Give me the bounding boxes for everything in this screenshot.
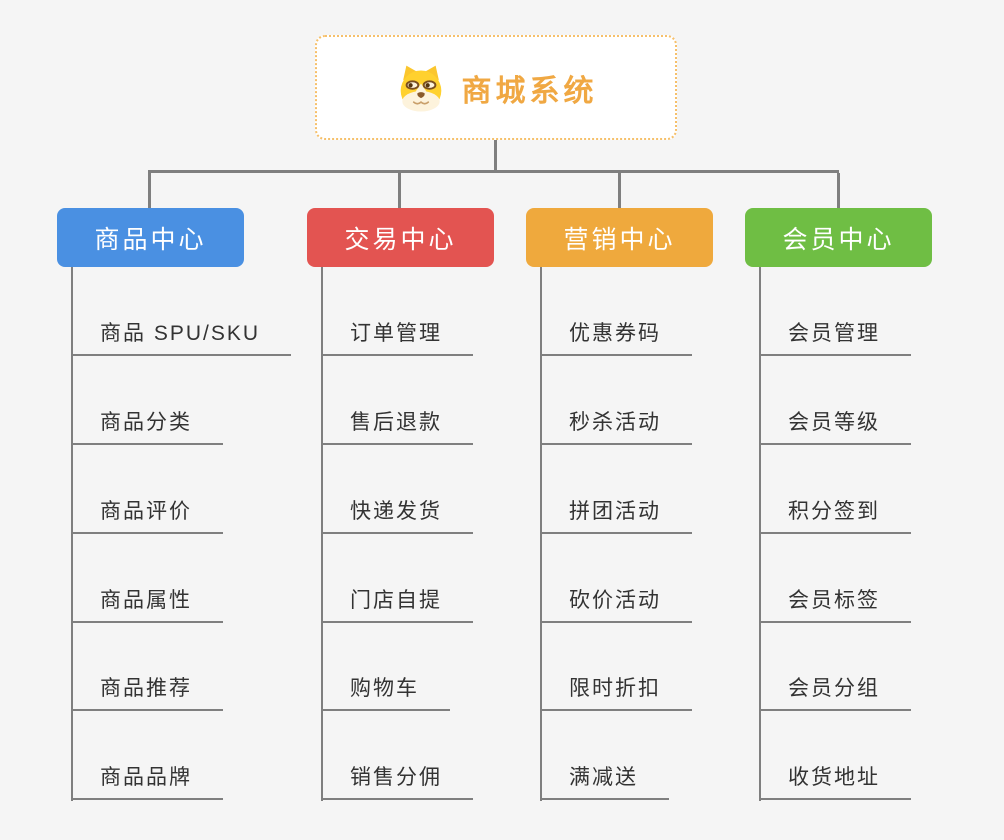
branch-children-product-center: 商品 SPU/SKU 商品分类 商品评价 商品属性 商品推荐 商品品牌 <box>71 267 292 801</box>
leaf-node[interactable]: 商品属性 <box>71 534 223 623</box>
leaf-node[interactable]: 收货地址 <box>759 711 911 801</box>
connector-drop-branch-3 <box>837 173 840 208</box>
leaf-node[interactable]: 优惠券码 <box>540 267 692 356</box>
branch-children-member-center: 会员管理 会员等级 积分签到 会员标签 会员分组 收货地址 <box>759 267 911 801</box>
branch-node-product-center[interactable]: 商品中心 <box>57 208 244 267</box>
leaf-node[interactable]: 商品品牌 <box>71 711 223 801</box>
connector-drop-branch-2 <box>618 173 621 208</box>
leaf-node[interactable]: 商品推荐 <box>71 623 223 712</box>
leaf-node[interactable]: 快递发货 <box>321 445 473 534</box>
root-node[interactable]: 商城系统 <box>315 35 677 140</box>
leaf-node[interactable]: 积分签到 <box>759 445 911 534</box>
leaf-node[interactable]: 会员标签 <box>759 534 911 623</box>
branch-spine-0 <box>71 267 73 801</box>
connector-trunk-horizontal <box>148 170 839 173</box>
branch-spine-3 <box>759 267 761 801</box>
branch-children-trade-center: 订单管理 售后退款 快递发货 门店自提 购物车 销售分佣 <box>321 267 473 801</box>
branch-node-marketing-center[interactable]: 营销中心 <box>526 208 713 267</box>
leaf-node[interactable]: 商品 SPU/SKU <box>71 267 292 356</box>
leaf-node[interactable]: 拼团活动 <box>540 445 692 534</box>
leaf-node[interactable]: 会员分组 <box>759 623 911 712</box>
branch-spine-2 <box>540 267 542 801</box>
leaf-node[interactable]: 门店自提 <box>321 534 473 623</box>
connector-drop-branch-0 <box>148 173 151 208</box>
leaf-node[interactable]: 售后退款 <box>321 356 473 445</box>
leaf-node[interactable]: 满减送 <box>540 711 669 801</box>
leaf-node[interactable]: 购物车 <box>321 623 450 712</box>
branch-children-marketing-center: 优惠券码 秒杀活动 拼团活动 砍价活动 限时折扣 满减送 <box>540 267 692 801</box>
connector-root-drop <box>494 140 497 170</box>
leaf-node[interactable]: 秒杀活动 <box>540 356 692 445</box>
branch-node-trade-center[interactable]: 交易中心 <box>307 208 494 267</box>
leaf-node[interactable]: 订单管理 <box>321 267 473 356</box>
leaf-node[interactable]: 限时折扣 <box>540 623 692 712</box>
branch-node-member-center[interactable]: 会员中心 <box>745 208 932 267</box>
leaf-node[interactable]: 销售分佣 <box>321 711 473 801</box>
leaf-node[interactable]: 商品评价 <box>71 445 223 534</box>
leaf-node[interactable]: 砍价活动 <box>540 534 692 623</box>
leaf-node[interactable]: 会员等级 <box>759 356 911 445</box>
connector-drop-branch-1 <box>398 173 401 208</box>
leaf-node[interactable]: 商品分类 <box>71 356 223 445</box>
root-title: 商城系统 <box>461 74 598 108</box>
branch-spine-1 <box>321 267 323 801</box>
shiba-dog-icon <box>400 65 441 112</box>
leaf-node[interactable]: 会员管理 <box>759 267 911 356</box>
